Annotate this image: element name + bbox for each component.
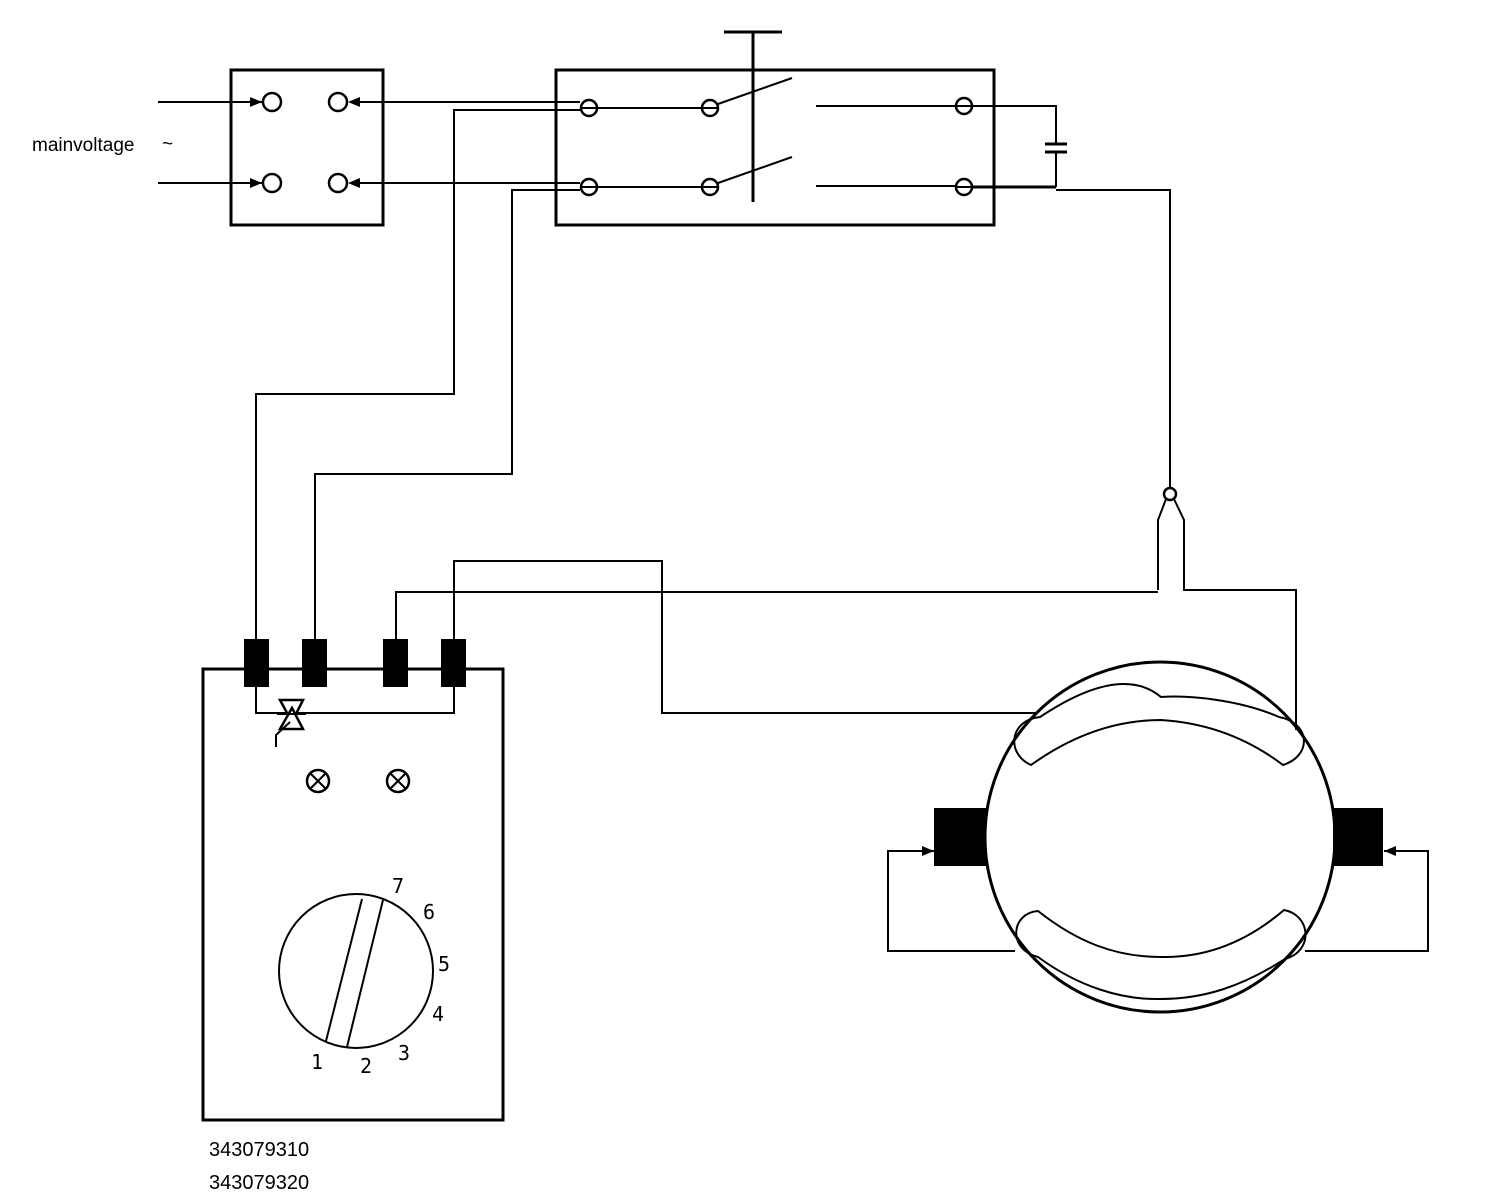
- dial-position-7: 7: [392, 874, 404, 898]
- triac-symbol: [255, 687, 455, 747]
- main-switch-contacts: [579, 30, 974, 202]
- speed-controller-box: [201, 667, 505, 1122]
- dial-position-6: 6: [423, 900, 435, 924]
- controller-terminals: [244, 639, 466, 687]
- ac-symbol: ~: [162, 134, 173, 155]
- dial-position-4: 4: [432, 1002, 444, 1026]
- dial-position-1: 1: [311, 1050, 323, 1074]
- terminal-out-1: [327, 91, 349, 113]
- part-number-1: 343079310: [209, 1139, 309, 1161]
- indicator-lamp-1: [305, 768, 331, 794]
- motor-lower-slot: [1015, 908, 1307, 1001]
- dial-position-3: 3: [398, 1041, 410, 1065]
- main-switch-block: [554, 68, 996, 227]
- dial-position-2: 2: [360, 1054, 372, 1078]
- terminal-out-2: [327, 172, 349, 194]
- motor-upper-slot: [1013, 682, 1305, 767]
- indicator-lamp-2: [385, 768, 411, 794]
- wire-controller-motor-2: [453, 560, 1036, 714]
- terminal-in-1: [261, 91, 283, 113]
- capacitor: [972, 105, 1067, 189]
- wire-switch-motor: [1056, 189, 1171, 488]
- connector-block: [229, 68, 385, 227]
- field-coil-left: [934, 808, 986, 866]
- terminal-in-2: [261, 172, 283, 194]
- junction-node: [1157, 486, 1297, 730]
- connector-terminals: [250, 91, 360, 194]
- mains-voltage-label: mainvoltage: [32, 135, 134, 156]
- wire-switch-controller-2: [314, 189, 580, 640]
- field-coil-right: [1333, 808, 1383, 866]
- motor: [934, 660, 1383, 1014]
- wire-controller-motor-1: [395, 591, 1158, 640]
- dial-position-5: 5: [438, 952, 450, 976]
- coil-loop-right: [1305, 846, 1429, 952]
- part-number-2: 343079320: [209, 1172, 309, 1194]
- speed-dial[interactable]: [278, 893, 434, 1049]
- wire-switch-controller-1: [255, 109, 580, 640]
- coil-loop-left: [887, 846, 1015, 952]
